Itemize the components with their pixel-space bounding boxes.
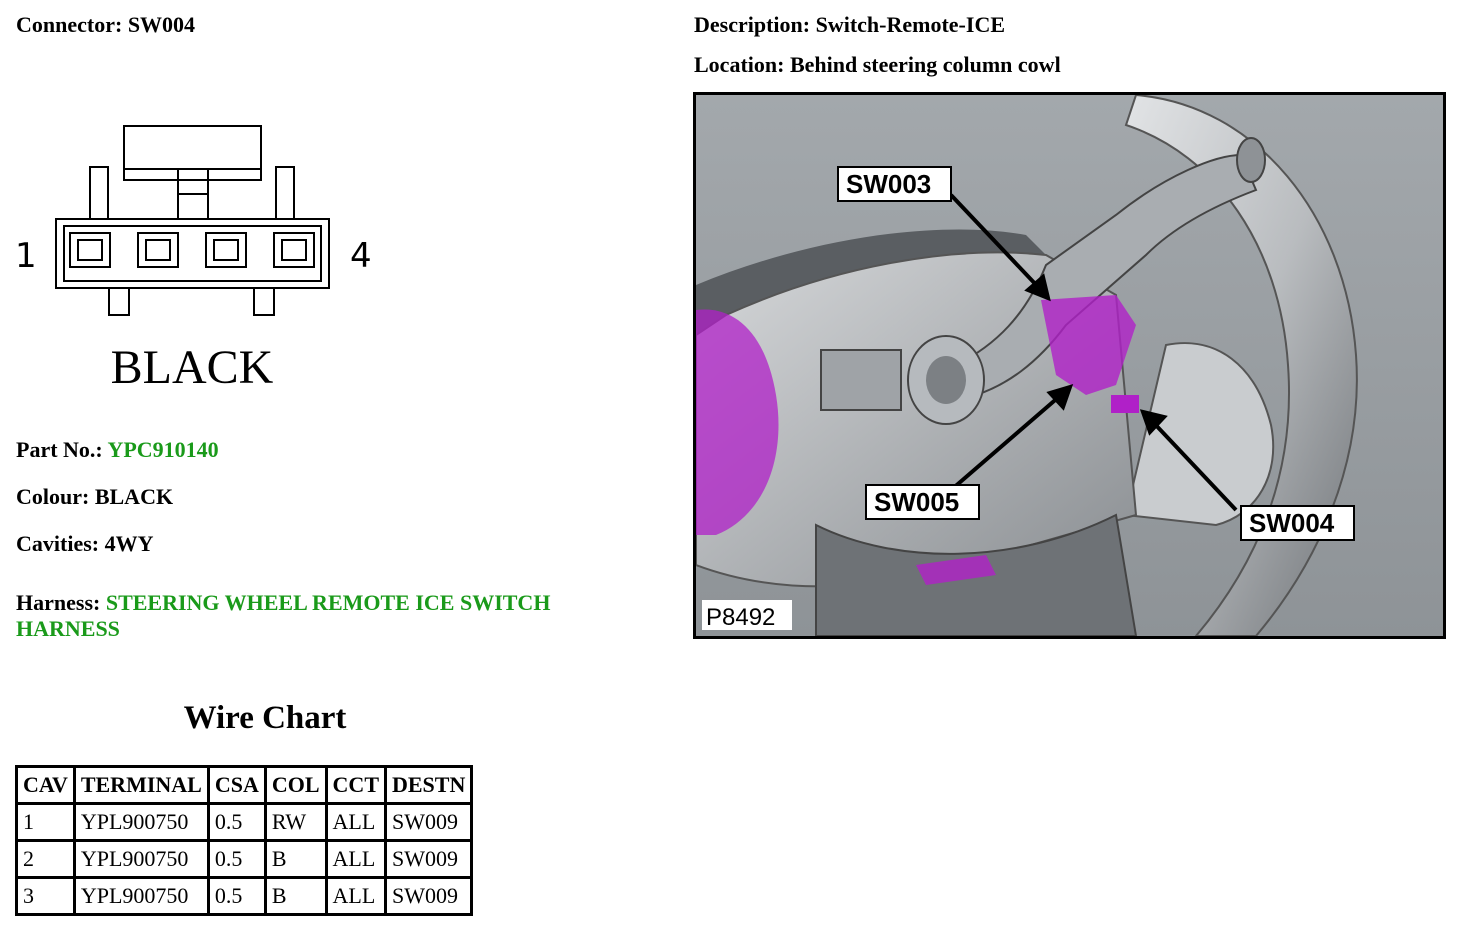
- table-row: 2 YPL900750 0.5 B ALL SW009: [15, 839, 474, 879]
- cell-destn: SW009: [383, 802, 474, 842]
- cell-cav: 3: [15, 876, 76, 916]
- location-label: Location:: [694, 52, 785, 77]
- colour-value: BLACK: [94, 484, 174, 509]
- cavities-label: Cavities:: [16, 531, 100, 556]
- callout-sw005: SW005: [874, 487, 959, 517]
- table-row: 1 YPL900750 0.5 RW ALL SW009: [15, 802, 474, 842]
- header-cct: CCT: [324, 765, 388, 805]
- connector-face-diagram: 1 4 BLACK: [10, 115, 390, 405]
- connector-title: Connector: SW004: [16, 12, 195, 38]
- description-value: Switch-Remote-ICE: [815, 12, 1005, 37]
- cell-destn: SW009: [383, 839, 474, 879]
- location-illustration: SW003 SW005 SW004 P8492: [693, 92, 1446, 639]
- cavities: Cavities: 4WY: [16, 531, 153, 557]
- cell-cct: ALL: [324, 839, 388, 879]
- diagram-colour-caption: BLACK: [111, 341, 274, 394]
- callout-sw003: SW003: [846, 169, 931, 199]
- part-no-link[interactable]: YPC910140: [107, 437, 219, 462]
- cell-cct: ALL: [324, 876, 388, 916]
- cell-cav: 1: [15, 802, 76, 842]
- cell-terminal: YPL900750: [72, 876, 210, 916]
- connector-label: Connector:: [16, 12, 123, 37]
- cell-col: B: [263, 839, 328, 879]
- figure-id: P8492: [706, 604, 775, 631]
- table-header-row: CAV TERMINAL CSA COL CCT DESTN: [15, 765, 474, 805]
- cell-csa: 0.5: [206, 839, 267, 879]
- header-cav: CAV: [15, 765, 76, 805]
- cavities-value: 4WY: [104, 531, 154, 556]
- cell-destn: SW009: [383, 876, 474, 916]
- description: Description: Switch-Remote-ICE: [694, 12, 1005, 38]
- header-destn: DESTN: [383, 765, 474, 805]
- connector-value: SW004: [127, 12, 196, 37]
- header-terminal: TERMINAL: [72, 765, 210, 805]
- cell-terminal: YPL900750: [72, 802, 210, 842]
- location: Location: Behind steering column cowl: [694, 52, 1061, 78]
- cell-cct: ALL: [324, 802, 388, 842]
- cell-csa: 0.5: [206, 876, 267, 916]
- harness-label: Harness:: [16, 590, 101, 615]
- harness: Harness: STEERING WHEEL REMOTE ICE SWITC…: [16, 590, 636, 642]
- cell-csa: 0.5: [206, 802, 267, 842]
- header-col: COL: [263, 765, 328, 805]
- colour-label: Colour:: [16, 484, 90, 509]
- callout-sw004: SW004: [1249, 508, 1335, 538]
- part-no-label: Part No.:: [16, 437, 103, 462]
- wire-chart-table: CAV TERMINAL CSA COL CCT DESTN 1 YPL9007…: [15, 765, 474, 916]
- cell-col: B: [263, 876, 328, 916]
- location-value: Behind steering column cowl: [789, 52, 1061, 77]
- part-number: Part No.: YPC910140: [16, 437, 219, 463]
- colour: Colour: BLACK: [16, 484, 173, 510]
- cell-col: RW: [263, 802, 328, 842]
- pin-4-label: 4: [350, 236, 372, 276]
- pin-1-label: 1: [15, 236, 37, 276]
- harness-link[interactable]: STEERING WHEEL REMOTE ICE SWITCH HARNESS: [16, 590, 551, 641]
- description-label: Description:: [694, 12, 811, 37]
- cell-cav: 2: [15, 839, 76, 879]
- cell-terminal: YPL900750: [72, 839, 210, 879]
- wire-chart-title: Wire Chart: [183, 700, 347, 736]
- table-row: 3 YPL900750 0.5 B ALL SW009: [15, 876, 474, 916]
- header-csa: CSA: [206, 765, 267, 805]
